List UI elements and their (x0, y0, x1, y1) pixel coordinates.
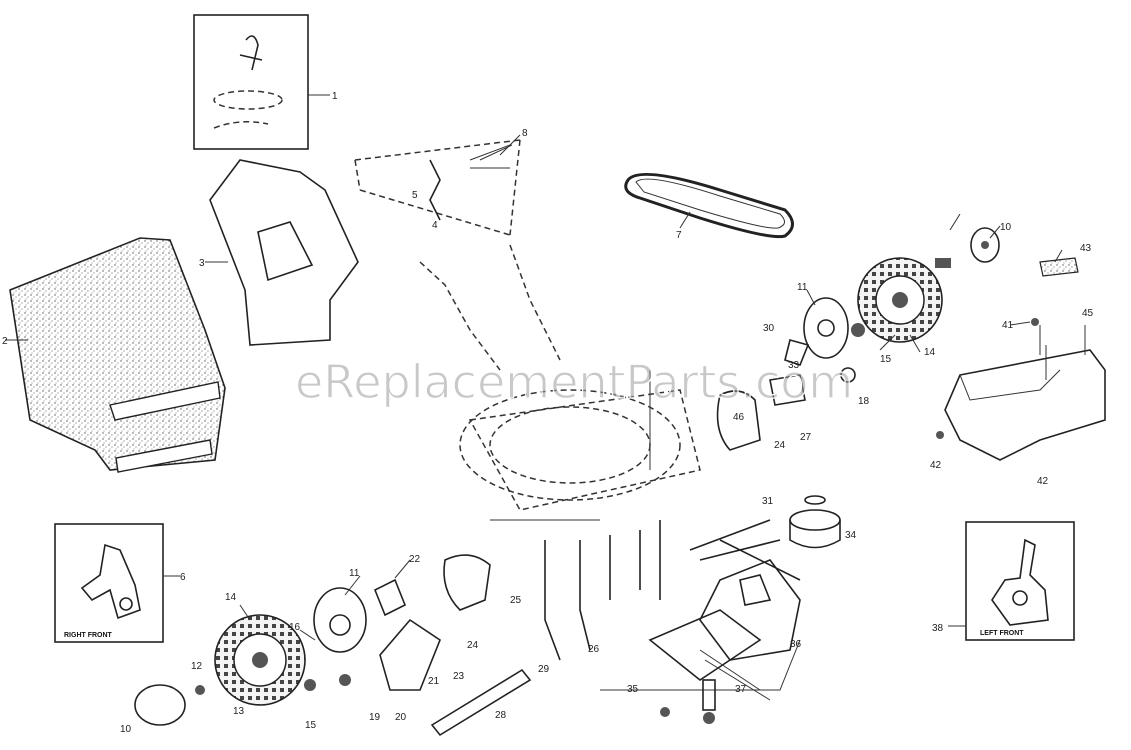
right-front-caption: RIGHT FRONT (64, 632, 113, 639)
part-label: 19 (369, 712, 381, 723)
part-label: 20 (395, 712, 407, 723)
part-label: 30 (763, 323, 775, 334)
part-label: 15 (305, 720, 317, 731)
part-label: 15 (880, 354, 892, 365)
drive-rods (544, 370, 661, 661)
part-label: 24 (467, 640, 479, 651)
part-label: 18 (858, 396, 870, 407)
part-label: 35 (627, 684, 639, 695)
part-label: 29 (538, 664, 550, 675)
inset-handle-detail (193, 14, 330, 150)
part-label: 13 (233, 706, 245, 717)
right-wheel-assembly (716, 227, 1000, 451)
part-label: 21 (428, 676, 440, 687)
part-label: 45 (1082, 308, 1094, 319)
part-label: 41 (1002, 320, 1014, 331)
part-label: 6 (180, 572, 186, 583)
part-label: 11 (349, 568, 360, 579)
pulley (689, 495, 841, 581)
inset-left-front: LEFT FRONT (948, 521, 1075, 641)
grass-bag (5, 237, 226, 473)
part-label: 36 (790, 639, 802, 650)
bag-frame (205, 159, 359, 346)
part-label: 26 (588, 644, 600, 655)
inset-right-front: RIGHT FRONT (54, 523, 180, 643)
part-label: 8 (522, 128, 528, 139)
part-label: 23 (453, 671, 465, 682)
part-label: 43 (1080, 243, 1092, 254)
part-label: 25 (510, 595, 522, 606)
part-label: 12 (191, 661, 203, 672)
part-label: 10 (1000, 222, 1012, 233)
watermark: eReplacementParts.com (295, 355, 853, 409)
part-label: 5 (412, 190, 418, 201)
left-wheel-assembly (134, 554, 491, 726)
drive-belt (624, 172, 794, 239)
part-label: 16 (289, 622, 301, 633)
part-label: 27 (800, 432, 812, 443)
part-label: 4 (432, 220, 438, 231)
part-label: 42 (930, 460, 942, 471)
part-labels: 1 2 3 4 5 6 7 8 10 10 11 11 12 13 14 14 … (2, 91, 1094, 735)
part-label: 14 (225, 592, 237, 603)
part-label: 28 (495, 710, 507, 721)
part-label: 33 (788, 360, 800, 371)
part-label: 10 (120, 724, 132, 735)
part-label: 14 (924, 347, 936, 358)
part-label: 46 (733, 412, 745, 423)
drive-shaft (430, 519, 600, 737)
part-label: 7 (676, 230, 682, 241)
part-label: 42 (1037, 476, 1049, 487)
part-label: 24 (774, 440, 786, 451)
part-label: 11 (797, 282, 808, 293)
left-front-caption: LEFT FRONT (980, 630, 1024, 637)
part-label: 3 (199, 258, 205, 269)
part-label: 37 (735, 684, 747, 695)
part-label: 2 (2, 336, 8, 347)
part-label: 1 (332, 91, 338, 102)
part-label: 22 (409, 554, 421, 565)
handle-assembly (354, 139, 561, 371)
part-label: 31 (762, 496, 774, 507)
part-label: 38 (932, 623, 944, 634)
part-label: 34 (845, 530, 857, 541)
side-cover (936, 257, 1106, 461)
leader-lines (239, 134, 1063, 641)
transmission (600, 559, 801, 724)
